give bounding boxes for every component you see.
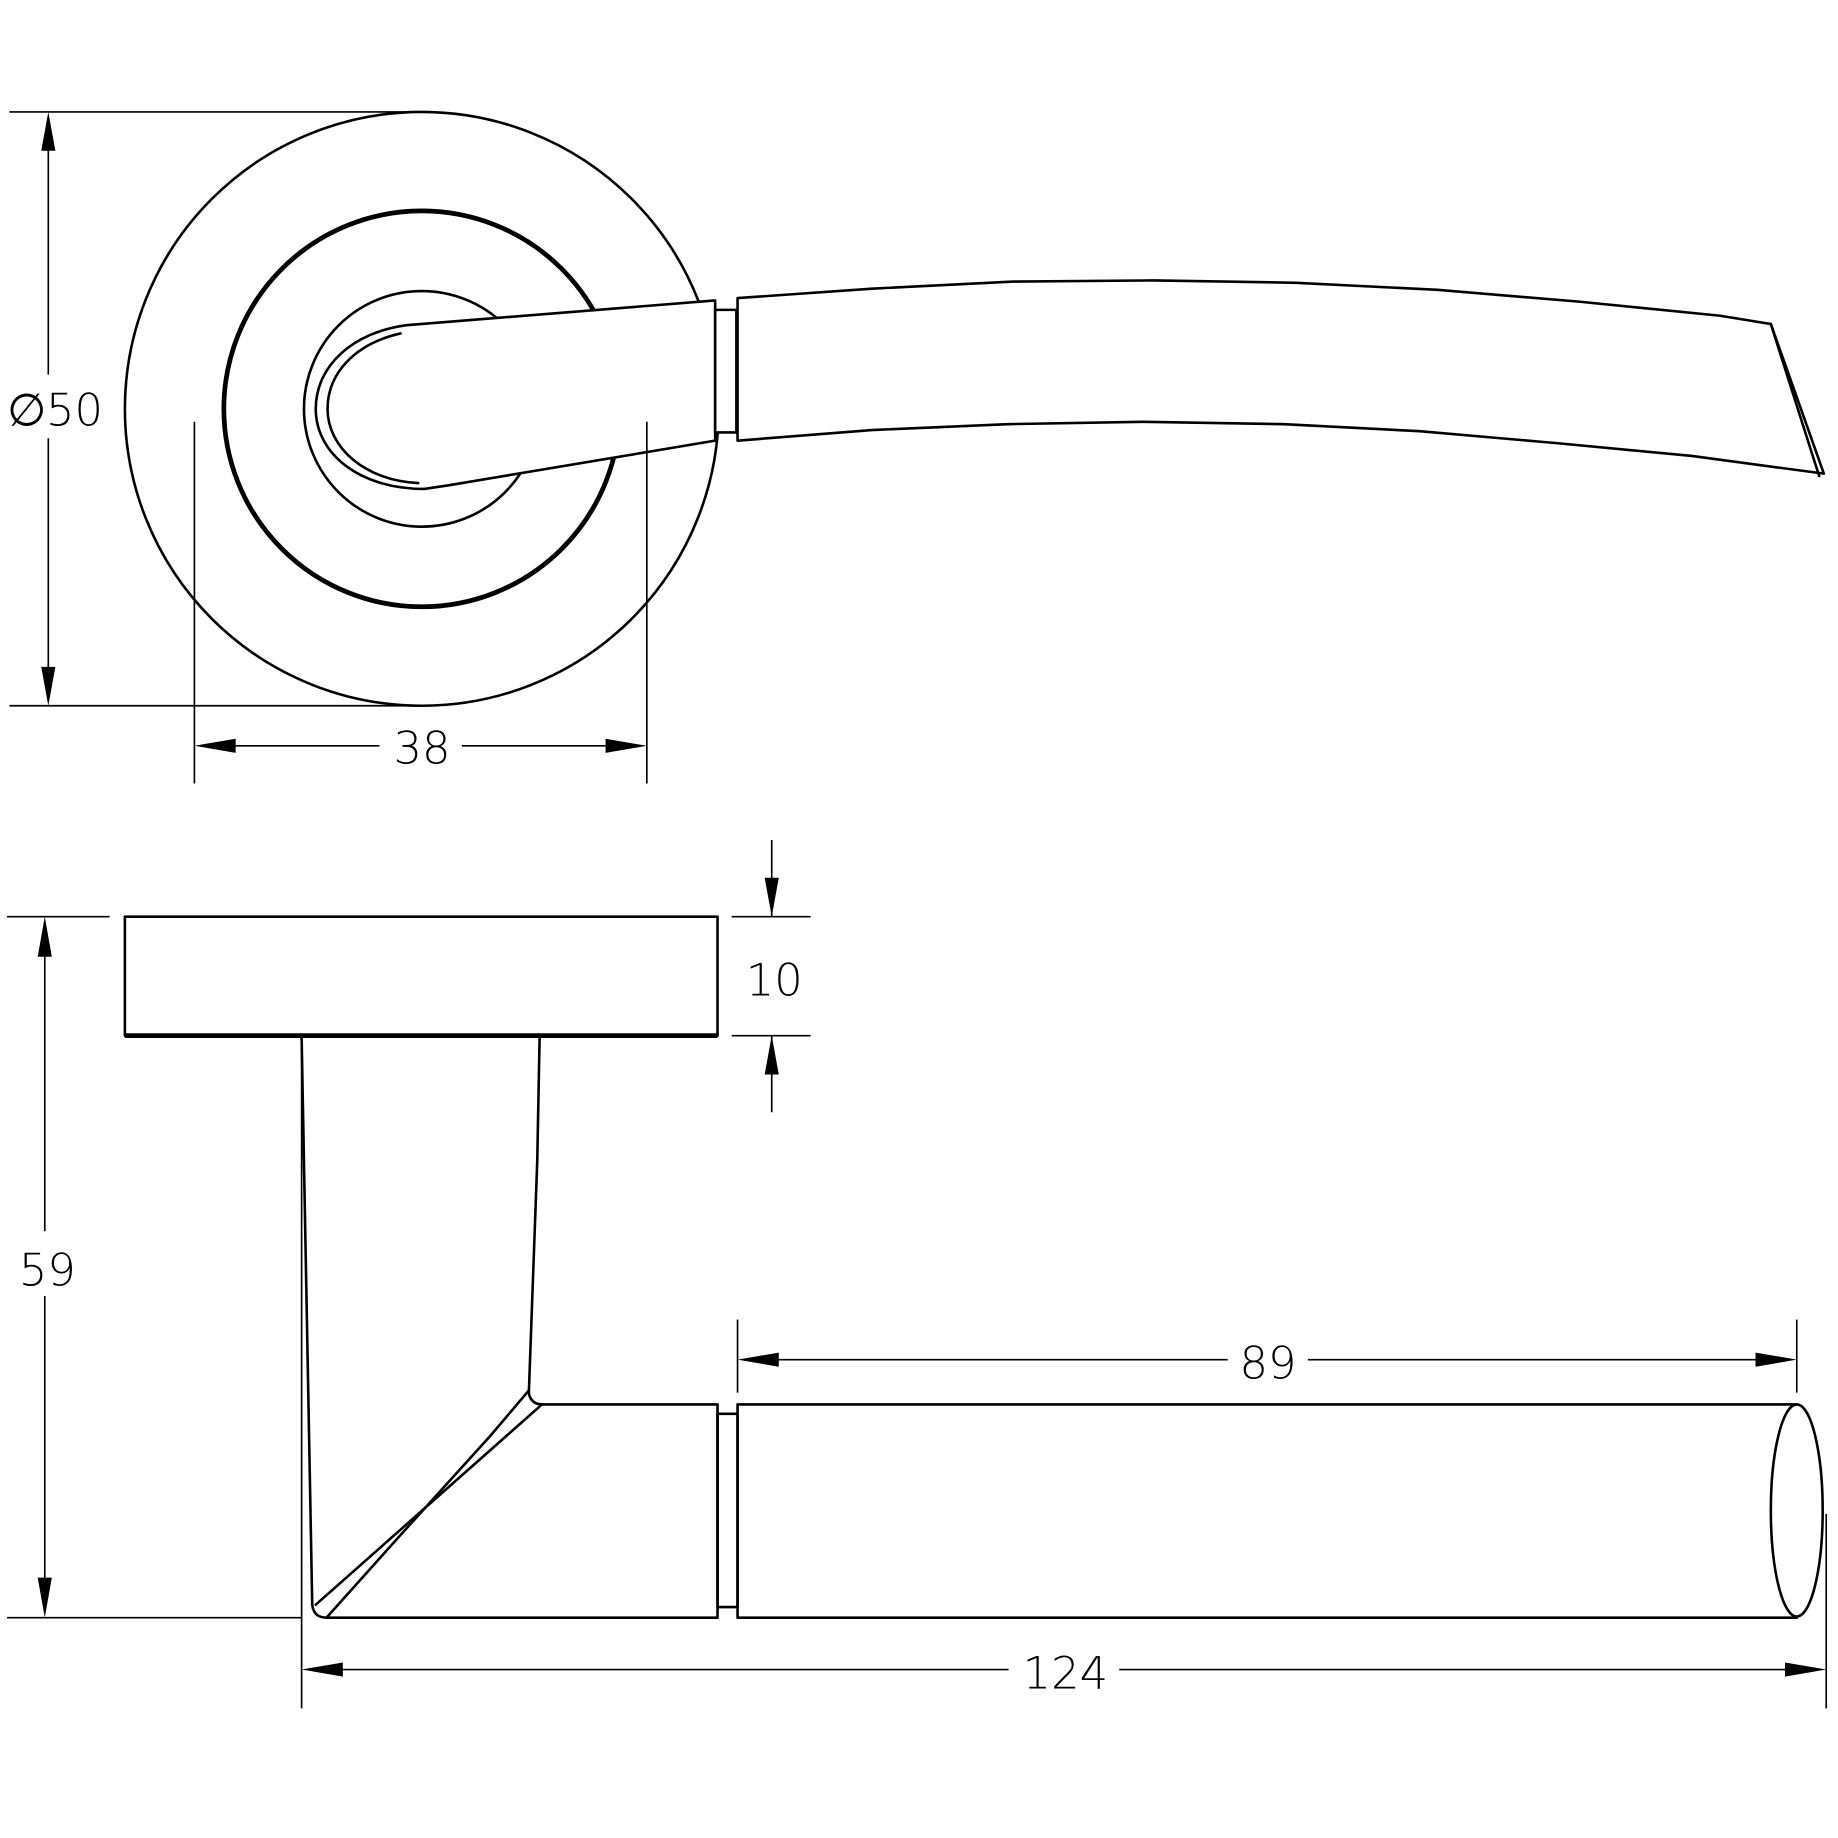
dimension-label: 59 xyxy=(19,1243,76,1296)
blade-edge xyxy=(1769,322,1821,478)
lever-end xyxy=(1769,1403,1824,1618)
dimension-projection: 59 xyxy=(7,915,302,1619)
dimension-label: ∅50 xyxy=(7,383,103,436)
lever-neck-inner xyxy=(326,332,420,485)
lever-bar xyxy=(736,1403,1799,1619)
dimension-rose-inner: 38 xyxy=(193,421,648,784)
lever-shank xyxy=(300,1035,719,1619)
lever-blade xyxy=(736,279,1826,475)
lever-neck xyxy=(314,299,717,491)
top-view xyxy=(123,110,1826,708)
lever-collar-side xyxy=(716,1412,739,1609)
dimension-label: 10 xyxy=(746,954,803,1007)
dimension-overall-length: 124 xyxy=(300,1036,1828,1709)
dimension-label: 124 xyxy=(1023,1646,1108,1699)
dimension-label: 38 xyxy=(394,721,451,774)
side-view xyxy=(123,915,1824,1619)
lever-collar xyxy=(713,308,738,434)
shank-bevel xyxy=(326,1388,531,1618)
shank-bevel-2 xyxy=(314,1403,544,1607)
rose-side xyxy=(123,915,719,1037)
dimension-label: 89 xyxy=(1239,1337,1296,1390)
dimension-rose-thickness: 10 xyxy=(731,840,811,1113)
dimension-lever-length: 89 xyxy=(736,1319,1798,1393)
dimension-rose-diameter: ∅50 xyxy=(7,111,422,707)
